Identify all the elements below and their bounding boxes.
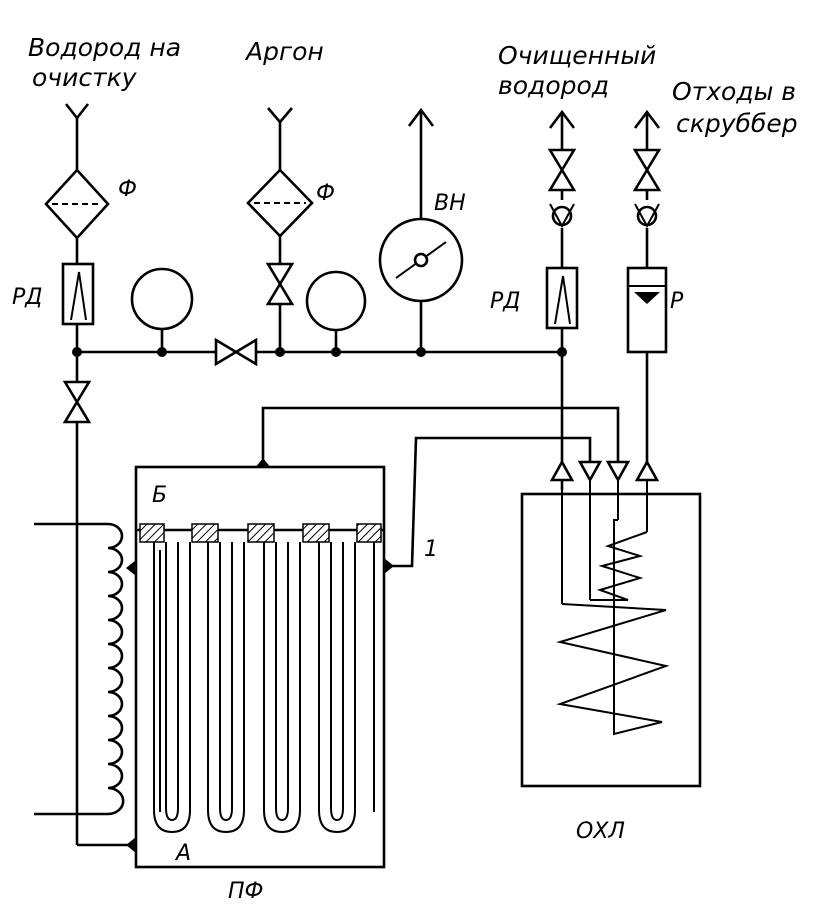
argon-line — [267, 107, 293, 352]
junction-right — [557, 347, 567, 357]
vacuum-pump-icon — [378, 107, 464, 357]
check-valve-waste-icon — [634, 203, 660, 229]
flow-marker-3-icon — [605, 460, 631, 483]
check-valve-purified-icon — [549, 203, 575, 229]
membrane-tube-5 — [159, 542, 375, 812]
filter-argon-label: Ф — [316, 181, 335, 206]
membrane-tube-4 — [318, 542, 356, 834]
zone-b-label: Б — [152, 483, 167, 508]
cooler-label: ОХЛ — [576, 819, 625, 844]
filter-left-icon — [44, 168, 110, 240]
cooler-vessel — [520, 492, 702, 788]
filter-left-label: Ф — [118, 177, 137, 202]
waste-label-line2: скруббер — [676, 109, 798, 138]
waste-label-line1: Отходы в — [672, 77, 796, 106]
junction-argon — [275, 347, 285, 357]
membrane-tube-1 — [153, 542, 191, 834]
flow-marker-2-icon — [577, 460, 603, 483]
heater-coil — [34, 522, 125, 816]
vacuum-gauge-label: ВН — [434, 191, 466, 216]
argon-label: Аргон — [244, 37, 324, 66]
point-1-label: 1 — [424, 537, 438, 562]
valve-manifold-icon[interactable] — [214, 337, 258, 367]
flow-marker-1-icon — [549, 459, 575, 482]
pressure-regulator-right-icon — [545, 266, 579, 330]
filter-argon-icon — [246, 168, 314, 238]
membrane-tube-3 — [263, 542, 301, 834]
manometer-1-icon — [130, 267, 194, 357]
waste-line — [633, 109, 661, 462]
manometer-2-icon — [305, 270, 367, 357]
valve-argon-icon[interactable] — [265, 262, 295, 306]
valve-hydrogen-icon[interactable] — [62, 380, 92, 424]
valve-purified-icon[interactable] — [547, 148, 577, 192]
membrane-tube-2 — [207, 542, 245, 834]
hydrogen-inlet-label-line1: Водород на — [28, 33, 181, 62]
purifier-label: ПФ — [228, 879, 263, 904]
pressure-regulator-left-label: РД — [12, 285, 42, 310]
cooler-feed-pipes — [261, 406, 620, 568]
purified-hydrogen-label-line2: водород — [498, 71, 609, 100]
purified-hydrogen-label-line1: Очищенный — [498, 41, 656, 70]
purifier-connections — [126, 458, 394, 853]
zone-a-label: А — [174, 841, 191, 866]
pressure-regulator-right-label: РД — [490, 289, 520, 314]
tube-sheet — [139, 523, 382, 543]
rotameter-icon — [626, 266, 668, 354]
pressure-regulator-left-icon — [61, 262, 95, 326]
cooler-coil — [556, 480, 670, 736]
rotameter-label: Р — [670, 289, 684, 314]
valve-waste-icon[interactable] — [632, 148, 662, 192]
hydrogen-inlet-label-line2: очистку — [32, 63, 138, 92]
flow-marker-4-icon — [634, 459, 660, 482]
